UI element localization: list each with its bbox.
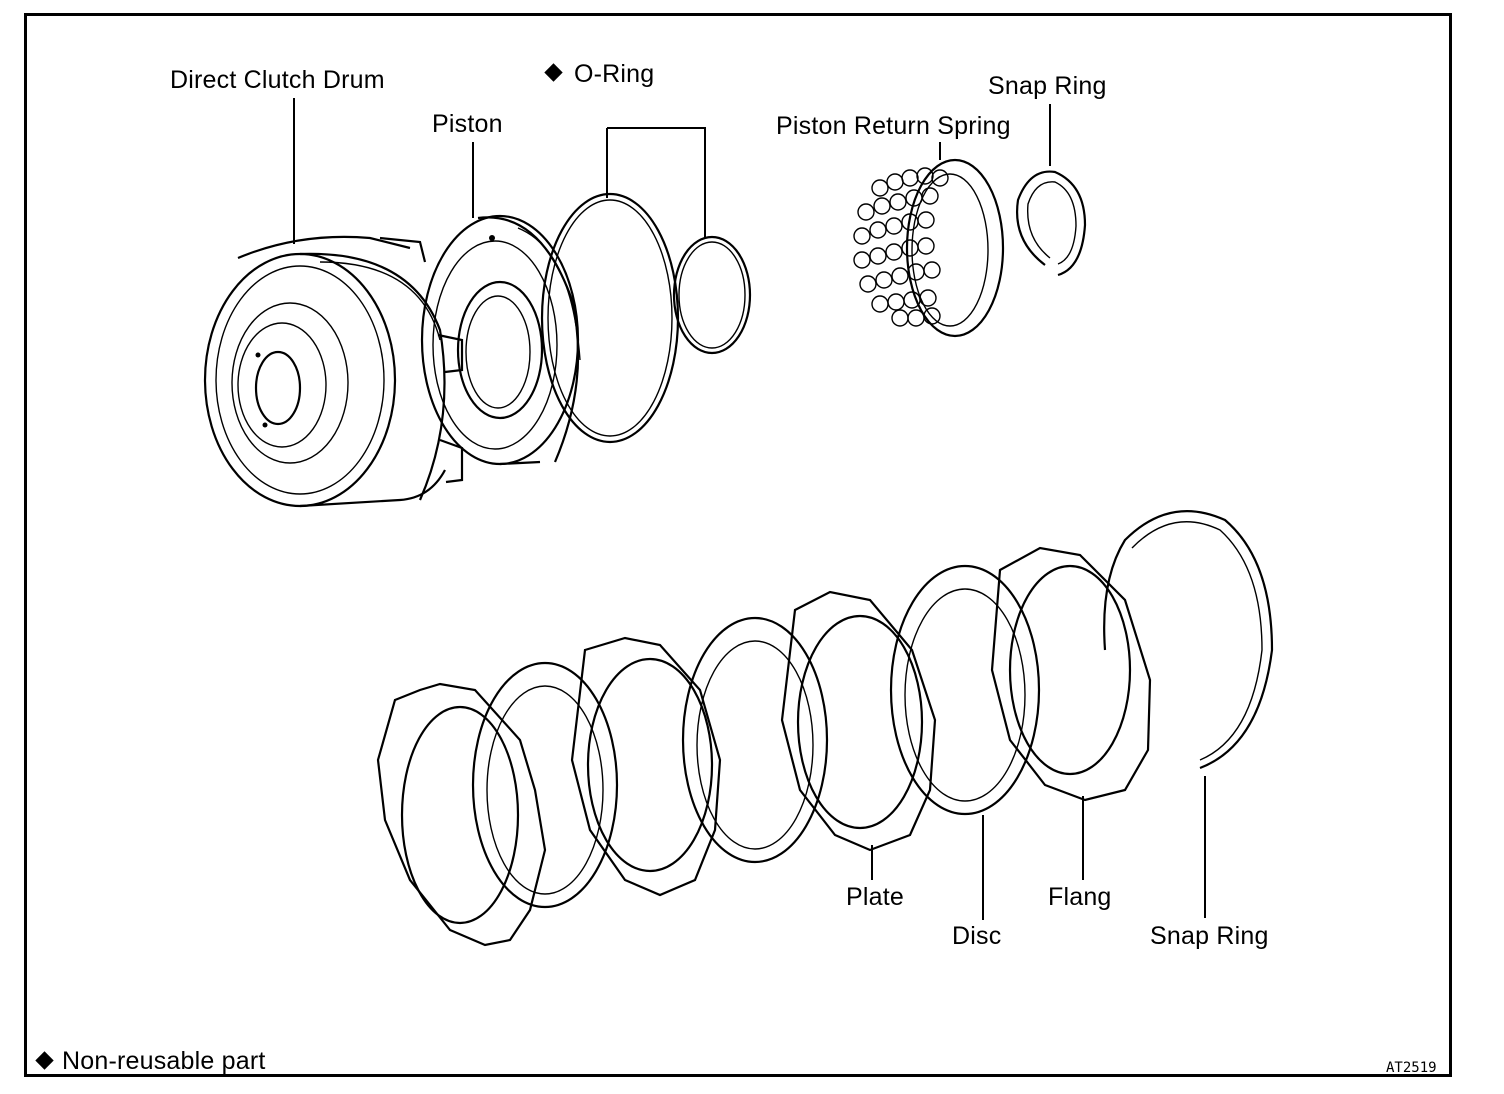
clutch-pack	[376, 509, 1274, 947]
piston	[420, 214, 581, 466]
label-piston: Piston	[432, 110, 503, 138]
label-disc: Disc	[952, 922, 1002, 950]
label-o-ring: O-Ring	[574, 60, 655, 88]
label-snap-ring-top: Snap Ring	[988, 72, 1107, 100]
diagram-frame	[24, 13, 1452, 1077]
label-flang: Flang	[1048, 883, 1112, 911]
label-plate: Plate	[846, 883, 904, 911]
snap-ring-top	[1016, 170, 1087, 277]
label-piston-return-spring: Piston Return Spring	[776, 112, 1011, 140]
leader-o-ring	[606, 127, 706, 238]
direct-clutch-drum	[203, 235, 464, 508]
o-ring-small	[672, 235, 752, 355]
label-direct-clutch-drum: Direct Clutch Drum	[170, 66, 385, 94]
o-ring-large	[540, 192, 680, 444]
legend-text: Non-reusable part	[62, 1047, 266, 1075]
figure-code: AT2519	[1386, 1060, 1437, 1076]
piston-return-spring	[853, 158, 1005, 338]
label-snap-ring-bottom: Snap Ring	[1150, 922, 1269, 950]
